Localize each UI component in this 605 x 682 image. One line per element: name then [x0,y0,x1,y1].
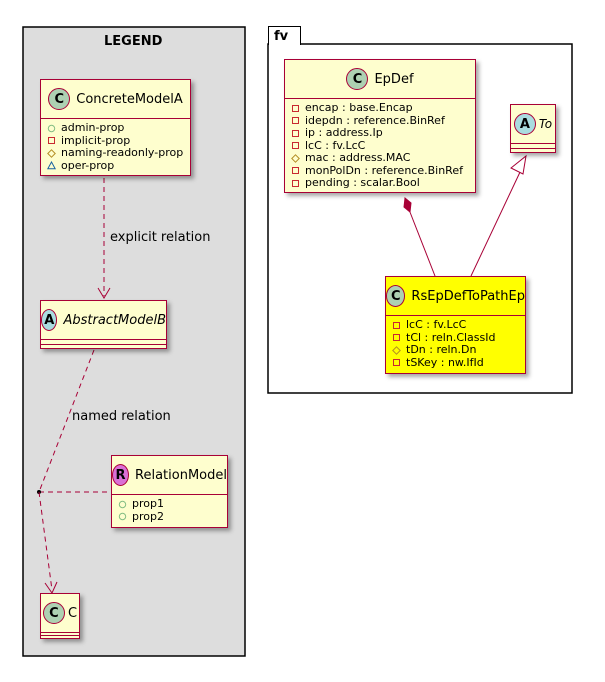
class-header: C C [41,594,79,633]
field-row: ip : address.Ip [291,126,469,140]
field-text: pending : scalar.Bool [305,176,420,189]
composition-diamond [403,197,412,213]
private-icon [393,321,400,329]
named-relation-label: named relation [72,409,171,424]
private-icon [292,129,299,137]
package-tab: fv [268,26,301,45]
class-header: A To [511,105,555,144]
field-text: lcC : fv.LcC [305,138,366,152]
class-c[interactable]: C C [40,593,80,639]
class-c-icon: C [48,88,71,110]
field-text: idepdn : reference.BinRef [305,113,445,127]
field-row: prop1 [118,497,221,511]
field-list: lcC : fv.LcC tCl : reln.ClassId tDn : re… [386,316,525,373]
private-icon [393,359,400,367]
field-text: tSKey : nw.IfId [406,355,484,369]
field-text: encap : base.Encap [305,101,413,114]
class-name: ConcreteModelA [76,91,183,107]
field-row: implicit-prop [47,133,184,148]
protected-icon [291,153,300,163]
class-c-icon: C [346,68,369,90]
field-text: tDn : reln.Dn [406,343,477,356]
field-text: implicit-prop [61,133,131,147]
class-c-icon: C [386,285,406,307]
composition-line [407,206,436,277]
explicit-relation-label: explicit relation [110,230,211,245]
private-icon [393,334,400,342]
abstract-a-icon: A [513,113,536,135]
field-text: monPolDn : reference.BinRef [305,163,463,177]
field-row: lcC : fv.LcC [291,138,469,153]
protected-icon [47,148,56,158]
class-header: A AbstractModelB [41,301,166,340]
class-epdef[interactable]: C EpDef encap : base.Encap idepdn : refe… [284,59,476,193]
class-name: RelationModel [135,467,227,483]
field-text: prop2 [132,509,164,523]
class-header: C RsEpDefToPathEp [386,277,525,316]
field-row: tCl : reln.ClassId [392,330,519,345]
package-private-icon [47,161,56,170]
explicit-relation-arrowhead [97,287,111,299]
field-text: admin-prop [61,121,125,134]
field-row: pending : scalar.Bool [291,176,469,190]
inheritance-triangle [510,154,527,175]
private-icon [48,137,55,145]
class-header: C ConcreteModelA [41,80,190,119]
field-row: admin-prop [47,121,184,135]
class-rs-epdef-to-path-ep[interactable]: C RsEpDefToPathEp lcC : fv.LcC tCl : rel… [385,276,526,374]
field-row: lcC : fv.LcC [392,318,519,332]
field-list: prop1 prop2 [112,495,227,527]
class-header: C EpDef [285,60,475,99]
protected-icon [392,345,401,355]
field-row: oper-prop [47,158,184,173]
public-icon [118,513,127,521]
private-icon [292,117,299,125]
class-name: RsEpDefToPathEp [411,288,525,304]
field-row: tSKey : nw.IfId [392,355,519,370]
field-row: naming-readonly-prop [47,146,184,160]
class-name: To [538,117,553,131]
inheritance-line [470,169,522,277]
class-header: R RelationModel [112,456,227,495]
field-row: tDn : reln.Dn [392,343,519,357]
field-row: prop2 [118,509,221,524]
class-divider [41,633,79,636]
field-text: lcC : fv.LcC [406,318,467,331]
field-row: idepdn : reference.BinRef [291,113,469,128]
field-row: mac : address.MAC [291,151,469,165]
class-concrete-model-a[interactable]: C ConcreteModelA admin-prop implicit-pro… [40,79,191,176]
class-abstract-model-b[interactable]: A AbstractModelB [40,300,167,349]
field-list: encap : base.Encap idepdn : reference.Bi… [285,99,475,194]
field-list: admin-prop implicit-prop naming-readonly… [41,119,190,176]
class-relation-model[interactable]: R RelationModel prop1 prop2 [111,455,228,528]
private-icon [292,167,299,175]
class-divider [511,144,555,149]
private-icon [292,142,299,150]
field-row: monPolDn : reference.BinRef [291,163,469,178]
named-relation-tail [38,491,53,591]
field-text: mac : address.MAC [305,151,411,164]
class-name: EpDef [374,71,414,87]
class-name: AbstractModelB [63,312,166,328]
named-relation-line [38,349,95,493]
private-icon [292,104,299,112]
field-text: naming-readonly-prop [61,146,184,159]
field-text: oper-prop [61,158,115,172]
class-to[interactable]: A To [510,104,556,153]
field-text: ip : address.Ip [305,126,383,139]
legend-title: LEGEND [104,34,163,49]
relation-r-icon: R [112,464,130,486]
abstract-a-icon: A [41,309,58,331]
class-name: C [67,605,78,621]
class-divider [41,340,166,345]
public-icon [118,500,127,508]
package-name: fv [274,29,289,44]
field-text: prop1 [132,497,164,510]
private-icon [292,179,299,187]
field-row: encap : base.Encap [291,101,469,115]
public-icon [47,124,56,132]
class-c-icon: C [42,602,65,624]
field-text: tCl : reln.ClassId [406,330,496,344]
